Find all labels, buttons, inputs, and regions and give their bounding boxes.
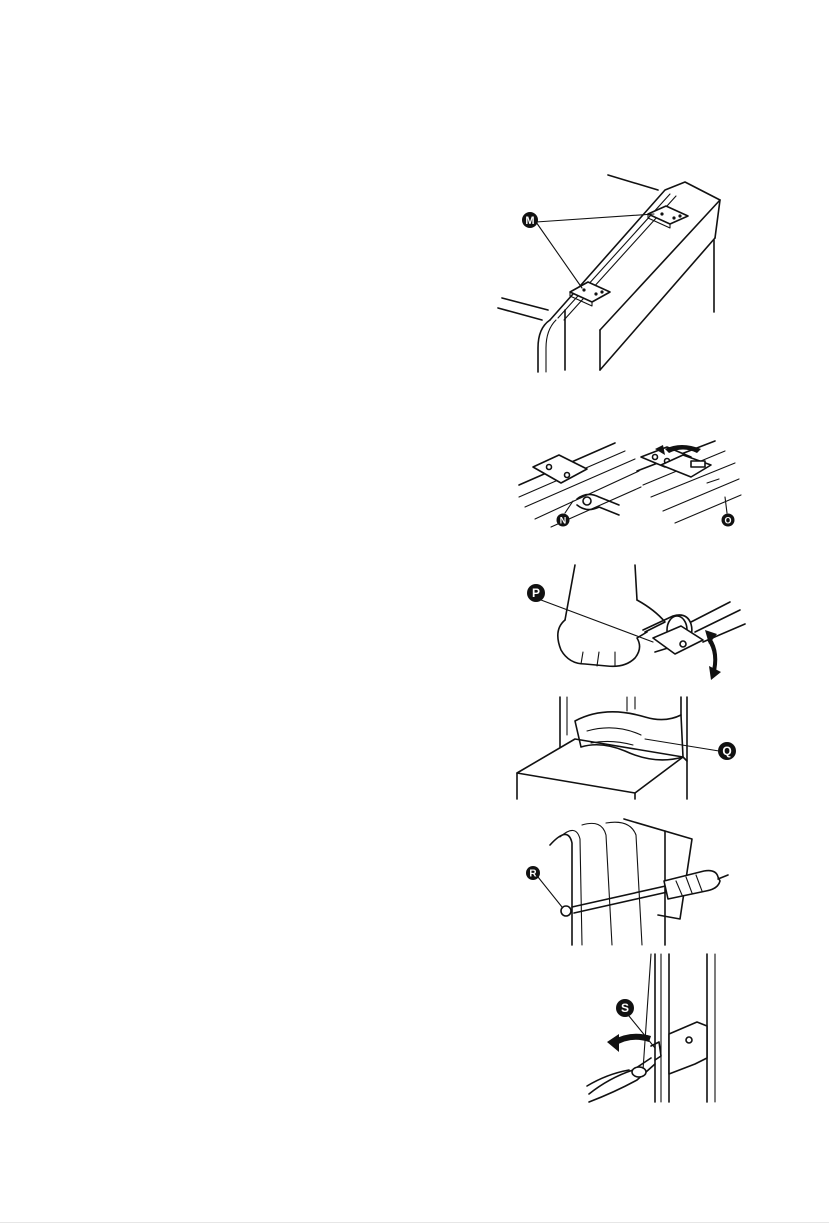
figure-cabinet-cover: Q (515, 695, 760, 805)
figure-hinge-removal: N O (515, 435, 745, 535)
callout-r: R (529, 869, 537, 880)
callout-q: Q (722, 744, 731, 758)
figure-hand-wrench: P (525, 560, 750, 685)
figure-screwdriver: R (520, 815, 740, 950)
figure-top-hinges: M (490, 170, 725, 375)
callout-o: O (724, 516, 731, 526)
callout-s: S (621, 1001, 629, 1015)
callout-p: P (532, 586, 540, 600)
callout-n: N (560, 516, 567, 526)
page-edge (0, 1222, 829, 1223)
callout-m: M (525, 215, 534, 227)
figure-pliers-clip: S (585, 950, 730, 1105)
